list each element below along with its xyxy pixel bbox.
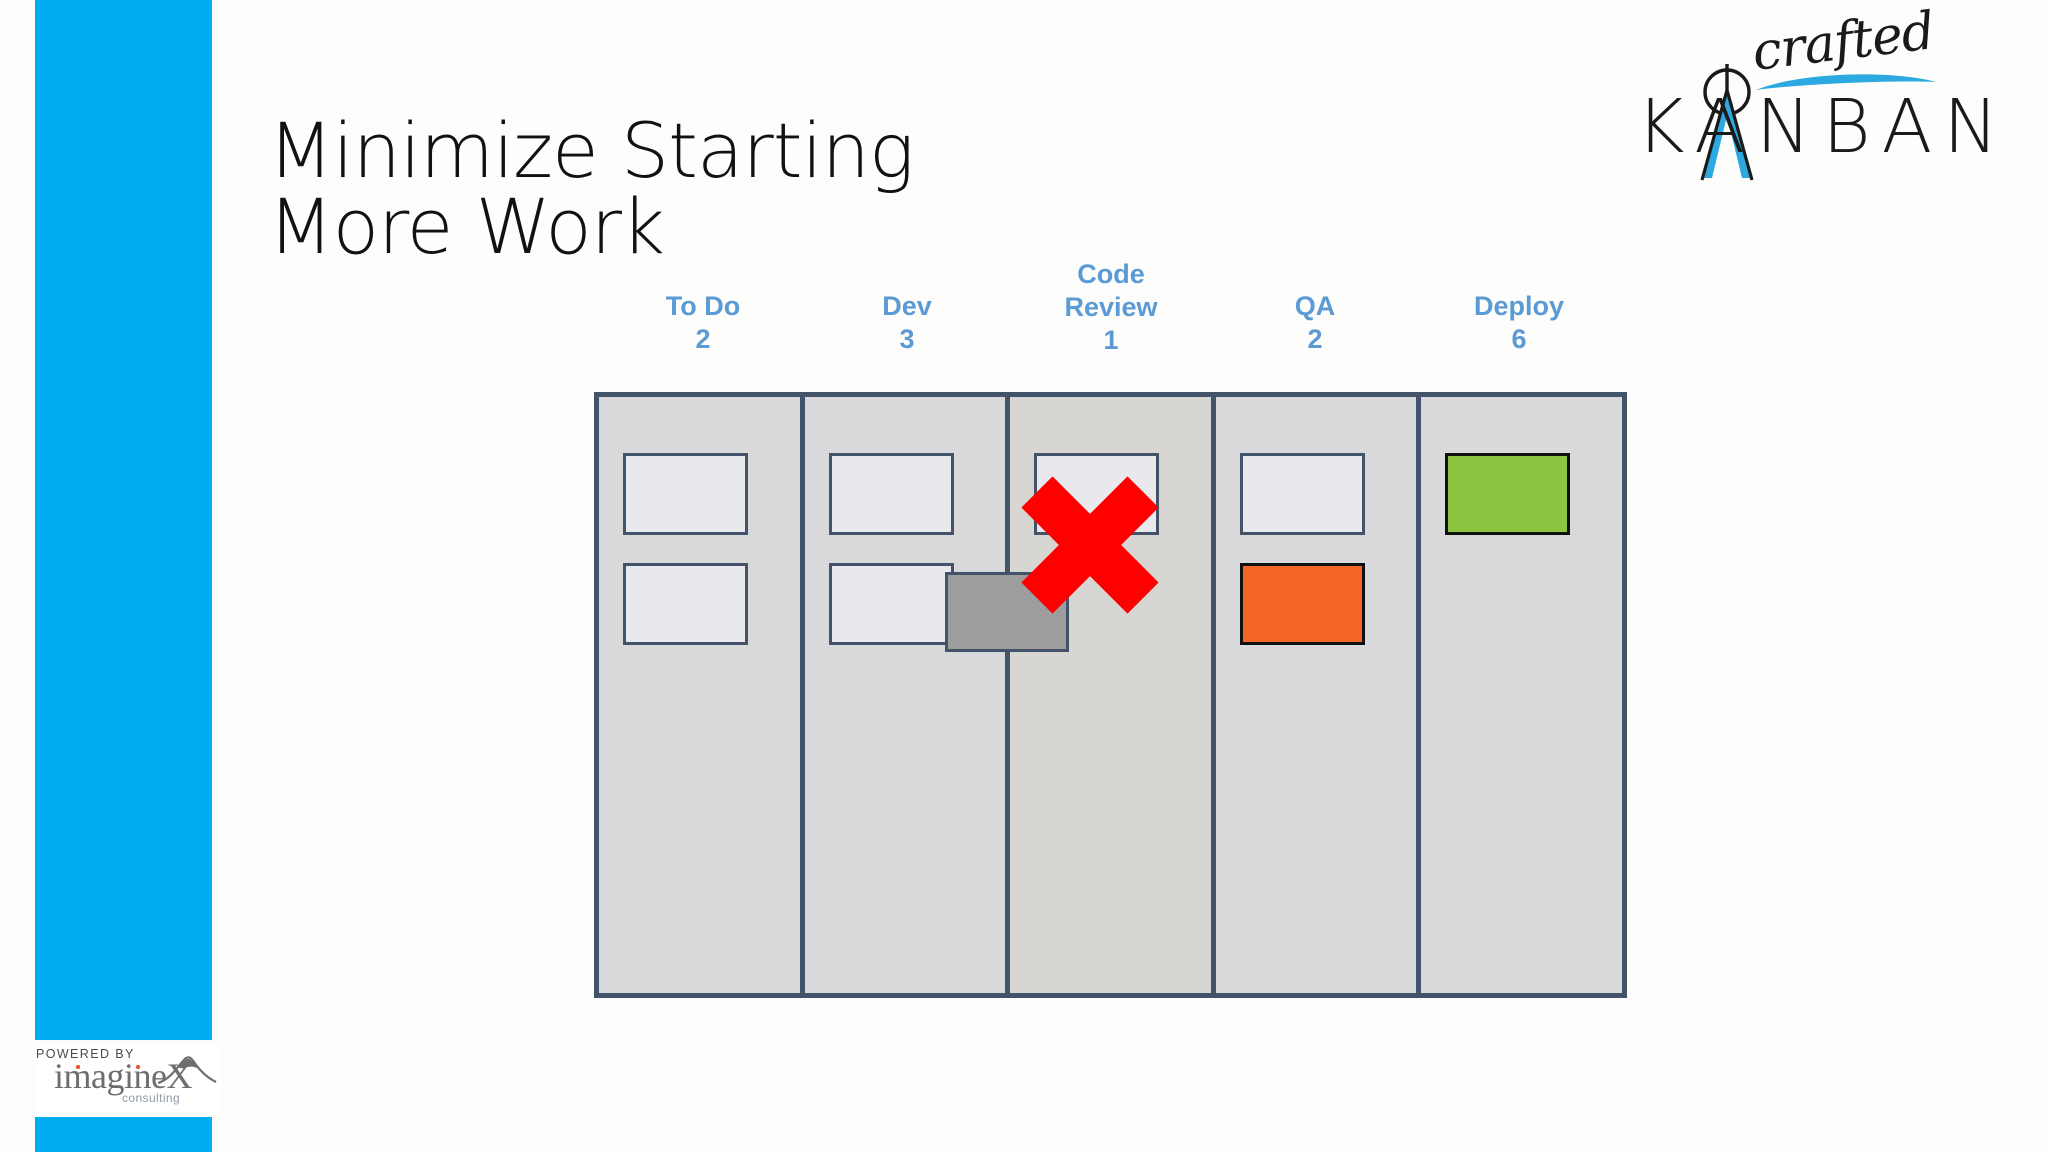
column-header-to-do: To Do 2 <box>665 291 741 354</box>
kanban-board <box>594 392 1627 998</box>
column-header-dev: Dev 3 <box>882 291 932 354</box>
powered-by-label: POWERED BY <box>36 1047 135 1061</box>
mountain-icon <box>157 1056 217 1085</box>
imaginex-x-mark: X <box>166 1056 192 1096</box>
imaginex-dot-j <box>136 1065 140 1069</box>
red-x-icon <box>1021 476 1159 614</box>
card-deploy-1[interactable] <box>1445 453 1571 535</box>
accent-bar-bottom <box>35 1117 212 1152</box>
brand-logo: crafted KANBAN <box>1634 1 2034 188</box>
accent-bar-top <box>35 0 212 1040</box>
card-to-do-1[interactable] <box>623 453 748 535</box>
column-header-qa: QA 2 <box>1294 291 1336 354</box>
compass-divider-icon <box>1700 64 1754 181</box>
board-column-to-do[interactable] <box>599 397 805 993</box>
card-qa-1[interactable] <box>1239 453 1365 535</box>
column-header-deploy: Deploy 6 <box>1473 291 1565 354</box>
card-to-do-2[interactable] <box>623 563 748 645</box>
brand-underline-swoosh <box>1756 74 1936 90</box>
page-title: Minimize Starting More Work <box>268 105 914 271</box>
imaginex-name: imagine <box>54 1056 167 1096</box>
imaginex-dot-i <box>76 1065 80 1069</box>
card-qa-2[interactable] <box>1239 563 1365 645</box>
board-column-qa[interactable] <box>1215 397 1422 993</box>
card-dev-1[interactable] <box>828 453 954 535</box>
imaginex-tagline: consulting <box>122 1091 181 1105</box>
powered-by-logo: POWERED BY imagineX consulting <box>36 1043 221 1115</box>
imaginex-wordmark: imagineX <box>54 1058 192 1094</box>
board-column-deploy[interactable] <box>1421 397 1622 993</box>
brand-wordmark: KANBAN <box>1636 84 2010 170</box>
column-header-code-review: Code Review 1 <box>1064 259 1158 355</box>
card-dev-2[interactable] <box>828 563 954 645</box>
board-column-dev[interactable] <box>804 397 1011 993</box>
